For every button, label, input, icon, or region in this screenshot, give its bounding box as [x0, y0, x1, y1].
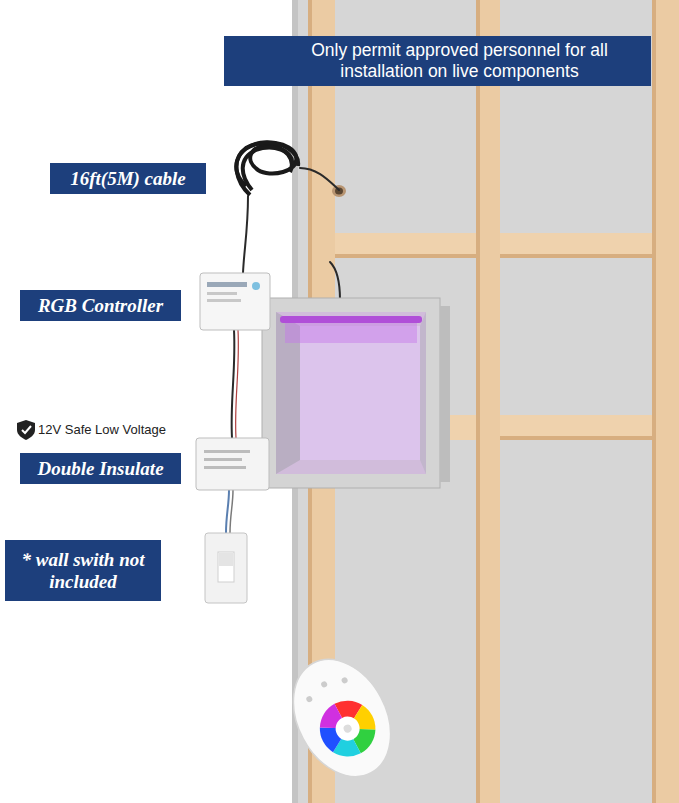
- wall-switch-part: [205, 533, 247, 603]
- note-band: * wall swith not included: [5, 540, 161, 601]
- wall-switch: [205, 533, 247, 603]
- remote-control-part: [342, 723, 353, 734]
- wall-switch-part: [218, 552, 234, 582]
- niche-part: [262, 298, 440, 488]
- node-text: * wall swith not included: [13, 549, 153, 593]
- power-supply-device-part: [204, 466, 246, 469]
- wood-frame-part: [476, 0, 500, 803]
- niche-part: [300, 326, 420, 460]
- wood-frame-part: [652, 0, 679, 803]
- remote-control-part: [305, 695, 313, 703]
- wires-part: [300, 168, 339, 190]
- note-label: 12V Safe Low Voltage: [38, 422, 166, 437]
- warning-banner: Only permit approved personnel for all i…: [224, 36, 651, 86]
- wood-frame-part: [335, 254, 476, 258]
- niche-part: [280, 316, 422, 323]
- remote-control-part: [274, 643, 410, 794]
- node-text: RGB Controller: [38, 295, 163, 317]
- wires-part: [243, 196, 248, 273]
- cable-coil-part: [236, 143, 298, 186]
- wood-frame-part: [500, 233, 652, 258]
- wall-switch-part: [219, 553, 233, 566]
- shield-icon-part: [17, 420, 35, 440]
- wood-frame-part: [476, 0, 480, 803]
- rgb-controller-device-part: [207, 292, 237, 295]
- rgb-controller-device-part: [200, 273, 270, 330]
- label-band: RGB Controller: [20, 290, 181, 321]
- niche-part: [285, 323, 417, 343]
- wood-frame-part: [500, 415, 652, 440]
- rgb-controller-device-part: [252, 282, 260, 290]
- cable-coil-part: [243, 148, 292, 190]
- remote-control-part: [320, 680, 328, 688]
- niche-part: [440, 306, 450, 482]
- power-supply-device-part: [196, 438, 269, 490]
- niche: [262, 298, 450, 488]
- label-band: Double Insulate: [20, 453, 181, 484]
- niche-part: [276, 312, 426, 474]
- remote-control: [274, 643, 410, 794]
- niche-part: [276, 312, 426, 474]
- power-supply-device: [196, 438, 269, 490]
- wires-part: [232, 330, 235, 438]
- wood-frame-part: [335, 233, 476, 258]
- label-band: 16ft(5M) cable: [50, 163, 206, 194]
- rgb-controller-device: [200, 273, 270, 330]
- remote-control-part: [331, 712, 363, 744]
- wires-part: [236, 330, 239, 438]
- niche-part: [420, 312, 426, 474]
- node-text: Double Insulate: [37, 458, 163, 480]
- rgb-controller-device-part: [207, 299, 241, 302]
- power-supply-device-part: [204, 450, 250, 453]
- node-text: Only permit approved personnel for all i…: [276, 40, 643, 82]
- wires-part: [226, 490, 229, 533]
- wood-frame-part: [500, 436, 652, 440]
- remote-control-part: [341, 676, 349, 684]
- node-text: 16ft(5M) cable: [70, 168, 186, 190]
- wires-part: [230, 490, 233, 533]
- wood-frame-part: [500, 254, 652, 258]
- power-supply-device-part: [204, 458, 242, 461]
- rgb-controller-device-part: [207, 282, 247, 287]
- wires-part: [330, 262, 340, 300]
- shield-icon-part: [22, 426, 31, 433]
- shield-icon: [17, 420, 35, 440]
- cable-coil: [236, 142, 298, 195]
- wood-frame-part: [652, 0, 656, 803]
